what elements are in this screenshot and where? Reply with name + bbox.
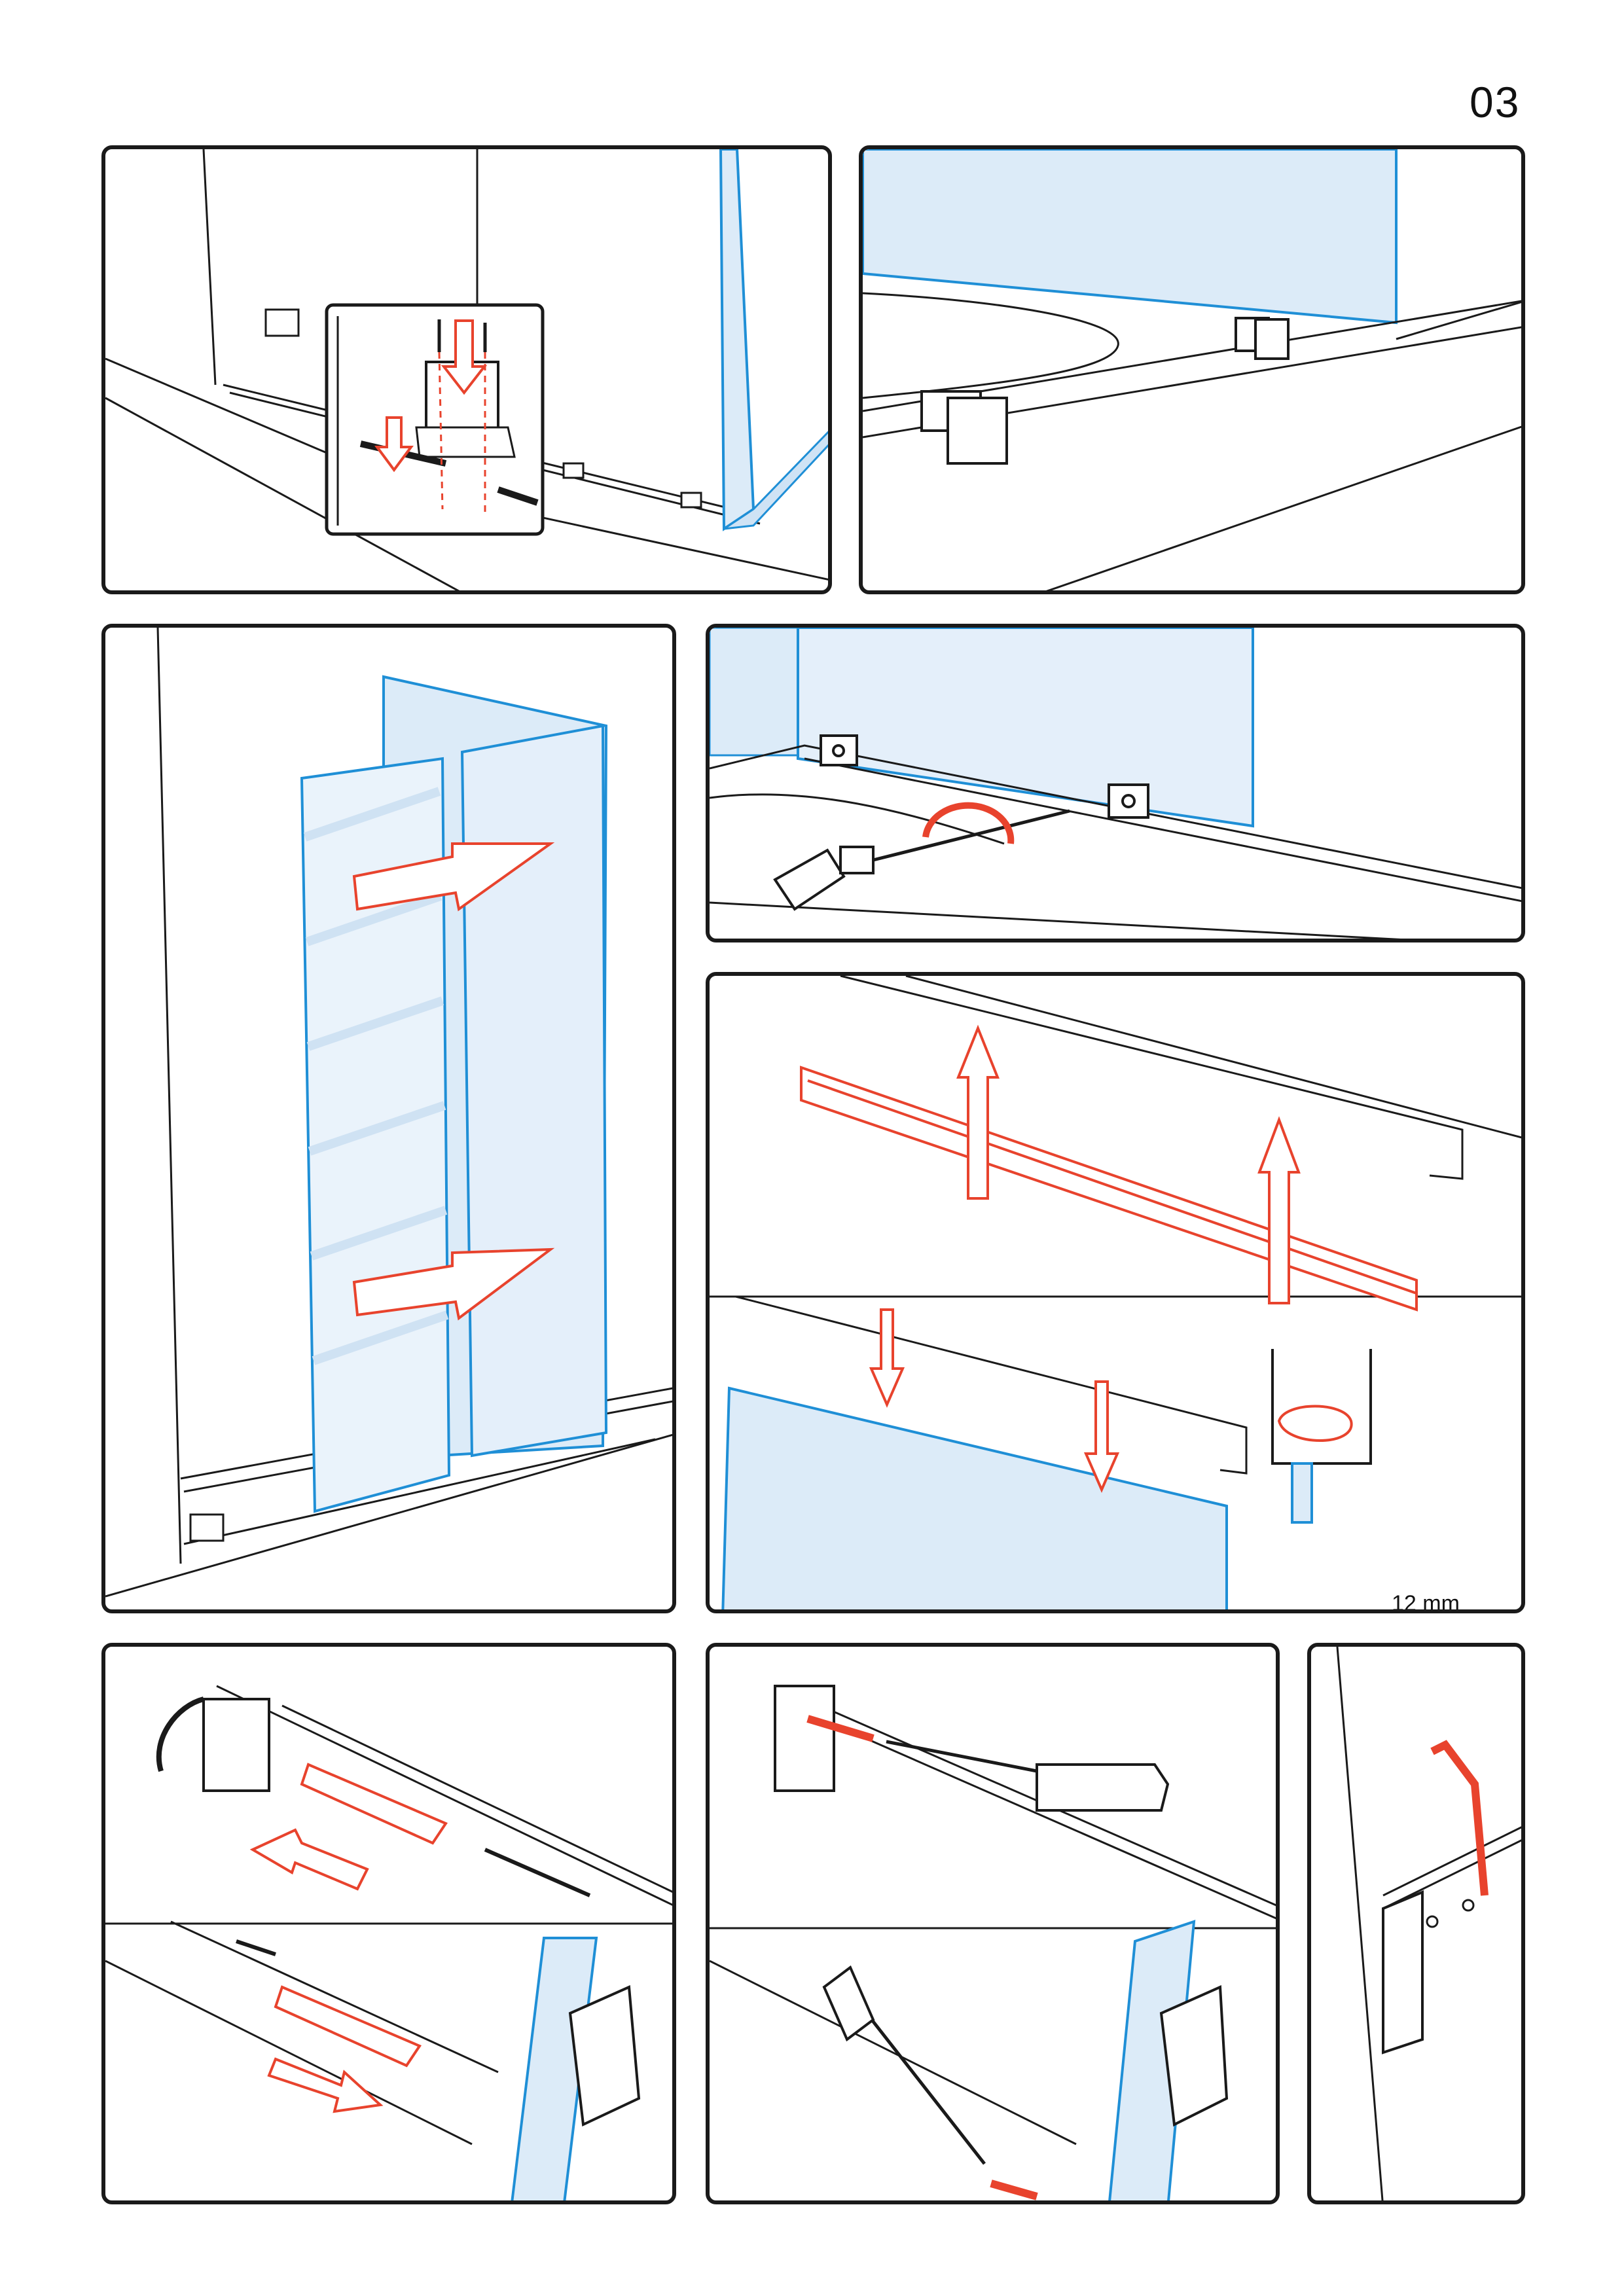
panel-insert-glass xyxy=(101,624,676,1613)
panel-slide-bracket xyxy=(101,1643,676,2204)
panel-fit-top-seal: 12 mm xyxy=(706,972,1525,1613)
screwdriver-icon xyxy=(822,1740,1170,2165)
screwdriver-icon xyxy=(773,809,1070,911)
page-number: 03 xyxy=(1470,78,1521,126)
end-cap xyxy=(202,1698,270,1792)
bracket xyxy=(274,1763,448,2068)
rotate-icon xyxy=(156,1696,205,1772)
dimension-label: 12 mm xyxy=(1392,1591,1460,1613)
panel-tighten-bracket xyxy=(706,1643,1280,2204)
allen-key-icon xyxy=(1430,1740,1489,1896)
inset-detail xyxy=(325,303,545,536)
guide-bracket xyxy=(920,317,1290,465)
arrow-right-icon xyxy=(267,2057,384,2113)
panel-mount-bottom-guides xyxy=(101,145,832,594)
panel-allen-key xyxy=(1307,1643,1525,2204)
arrow-left-icon xyxy=(249,1828,369,1891)
seal-profile xyxy=(800,1066,1418,1312)
guide-bracket xyxy=(820,734,1149,819)
profile-cross-section xyxy=(1271,1349,1372,1524)
arrow-up-icon xyxy=(956,1024,1301,1304)
guide-bracket xyxy=(264,308,702,509)
rotate-icon xyxy=(922,802,1015,844)
arrow-down-icon xyxy=(869,1308,1120,1494)
arrow-down-icon xyxy=(374,416,414,473)
panel-guides-installed xyxy=(859,145,1525,594)
screw-icon xyxy=(236,1848,591,1956)
arrow-down-icon xyxy=(441,319,488,395)
panel-tighten-guides xyxy=(706,624,1525,942)
arrow-right-icon xyxy=(352,842,555,1321)
